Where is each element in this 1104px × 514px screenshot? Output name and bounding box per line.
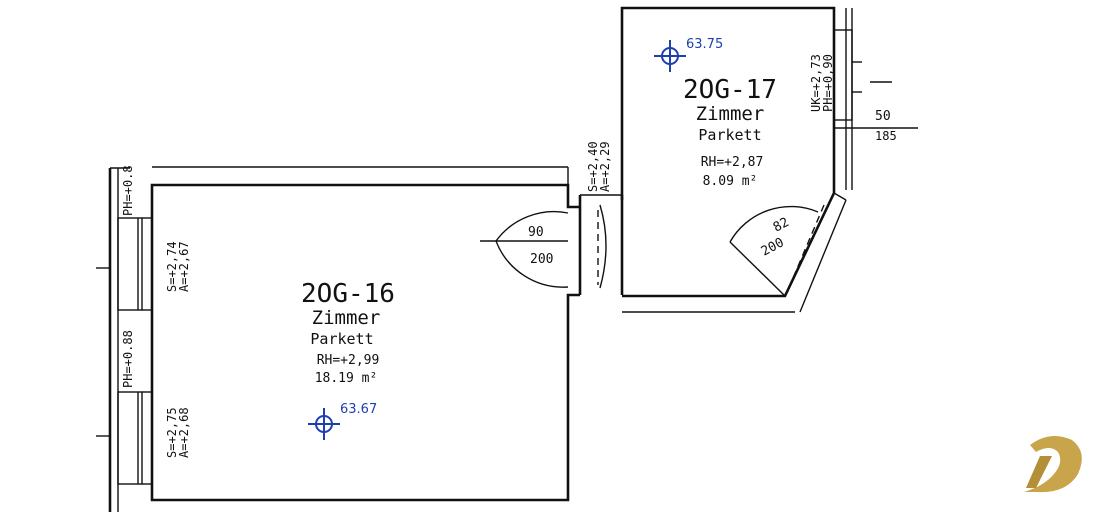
window2-s-label: S=+2,75 [165,407,179,458]
room-height: RH=+2,99 [317,353,380,368]
room-label-2og-17: 2OG-17 Zimmer Parkett RH=+2,87 8.09 m² [683,75,777,189]
room-label-2og-16: 2OG-16 Zimmer Parkett RH=+2,99 18.19 m² [301,279,395,386]
window3-uk-label: UK=+2,73 [809,54,823,112]
logo-icon [1024,436,1082,493]
door-swing-2 [729,205,819,297]
right-dimension-partial: 185 [875,129,897,143]
door2-height-label: 200 [759,235,787,259]
room-name: Zimmer [696,103,765,125]
room-floor: Parkett [310,330,373,348]
room-area: 8.09 m² [703,174,758,189]
room-id: 2OG-16 [301,279,395,309]
room-2og-17-walls [620,6,918,313]
level-value: 63.67 [340,402,377,417]
level-marker-2og-16: 63.67 [308,402,377,440]
right-dimension-label: 50 [875,109,891,124]
door2-width-label: 82 [771,215,792,236]
room-floor: Parkett [698,126,761,144]
room-name: Zimmer [312,307,381,329]
room-id: 2OG-17 [683,75,777,105]
door-swing-1 [480,210,569,288]
passage-a-label: A=+2,29 [598,141,612,192]
door1-height-label: 200 [530,252,553,267]
door1-width-label: 90 [528,225,544,240]
passage [578,194,624,295]
window1-s-label: S=+2,74 [165,241,179,292]
window2-a-label: A=+2,68 [177,407,191,458]
level-marker-2og-17: 63.75 [654,37,723,72]
passage-s-label: S=+2,40 [586,141,600,192]
window3-ph-label: PH=+0,90 [821,54,835,112]
room-height: RH=+2,87 [701,155,764,170]
sill-label-top: PH=+0.8 [121,165,135,216]
level-value: 63.75 [686,37,723,52]
sill-label-middle: PH=+0.88 [121,330,135,388]
window1-a-label: A=+2,67 [177,241,191,292]
room-area: 18.19 m² [315,371,378,386]
room-2og-16-walls [96,166,580,512]
